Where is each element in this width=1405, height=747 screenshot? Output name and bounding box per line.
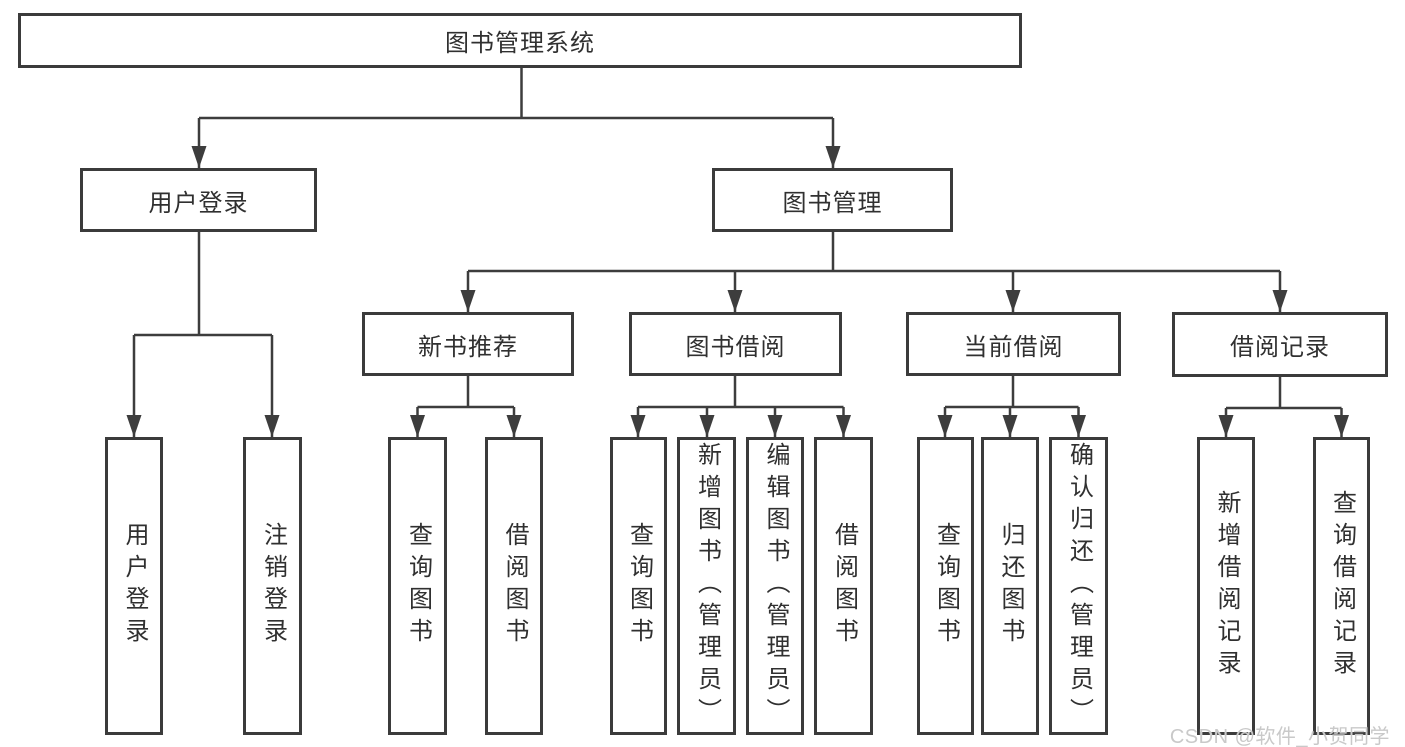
leaf-cb-return-books: 归还图书 — [981, 437, 1039, 735]
leaf-cb-return-books-label: 归还图书 — [997, 522, 1024, 650]
node-current-borrow-label: 当前借阅 — [963, 333, 1064, 361]
node-book-mgmt: 图书管理 — [712, 168, 953, 232]
leaf-br-query-record-label: 查询借阅记录 — [1328, 490, 1356, 682]
leaf-cb-confirm-return: 确认归还（管理员） — [1049, 437, 1108, 735]
leaf-bb-edit-books-label: 编辑图书（管理员） — [762, 442, 789, 730]
node-user-login-label: 用户登录 — [148, 189, 249, 217]
leaf-user-login: 用户登录 — [105, 437, 163, 735]
leaf-bb-query-books-label: 查询图书 — [625, 522, 653, 650]
node-new-book-rec-label: 新书推荐 — [418, 333, 518, 361]
leaf-bb-query-books: 查询图书 — [610, 437, 667, 735]
connector-user-login-branch — [134, 232, 272, 337]
node-current-borrow: 当前借阅 — [906, 312, 1121, 376]
node-borrow-records: 借阅记录 — [1172, 312, 1388, 377]
leaf-rec-borrow-books: 借阅图书 — [485, 437, 543, 735]
connector-book-borrow-branch — [638, 376, 844, 409]
leaf-bb-edit-books: 编辑图书（管理员） — [746, 437, 804, 735]
connector-borrow-records-branch — [1226, 377, 1342, 410]
connector-current-borrow-branch — [945, 376, 1079, 409]
csdn-watermark: CSDN @软件_小贺同学 — [1169, 726, 1390, 747]
node-book-mgmt-label: 图书管理 — [782, 189, 883, 217]
leaf-bb-add-books: 新增图书（管理员） — [677, 437, 736, 735]
node-root-label: 图书管理系统 — [445, 30, 595, 57]
node-root: 图书管理系统 — [18, 13, 1022, 68]
leaf-rec-query-books-label: 查询图书 — [404, 522, 432, 650]
node-new-book-rec: 新书推荐 — [362, 312, 574, 376]
leaf-bb-add-books-label: 新增图书（管理员） — [693, 442, 721, 730]
leaf-cb-confirm-return-label: 确认归还（管理员） — [1065, 442, 1093, 730]
leaf-br-query-record: 查询借阅记录 — [1313, 437, 1370, 735]
connector-book-mgmt-branch — [468, 232, 1280, 273]
connector-new-book-rec-branch — [417, 376, 514, 409]
leaf-br-add-record: 新增借阅记录 — [1197, 437, 1255, 735]
node-borrow-records-label: 借阅记录 — [1230, 334, 1330, 361]
leaf-bb-borrow-books: 借阅图书 — [814, 437, 873, 735]
leaf-cb-query-books-label: 查询图书 — [932, 522, 960, 650]
node-book-borrow: 图书借阅 — [629, 312, 842, 376]
leaf-br-add-record-label: 新增借阅记录 — [1213, 490, 1240, 682]
leaf-rec-query-books: 查询图书 — [388, 437, 447, 735]
leaf-bb-borrow-books-label: 借阅图书 — [830, 522, 858, 650]
leaf-cb-query-books: 查询图书 — [917, 437, 974, 735]
leaf-user-login-label: 用户登录 — [121, 522, 148, 650]
leaf-logout-label: 注销登录 — [259, 522, 287, 650]
leaf-logout: 注销登录 — [243, 437, 302, 735]
node-user-login: 用户登录 — [80, 168, 317, 232]
connector-root-trunk — [199, 68, 833, 120]
leaf-rec-borrow-books-label: 借阅图书 — [501, 522, 528, 650]
node-book-borrow-label: 图书借阅 — [685, 333, 786, 361]
